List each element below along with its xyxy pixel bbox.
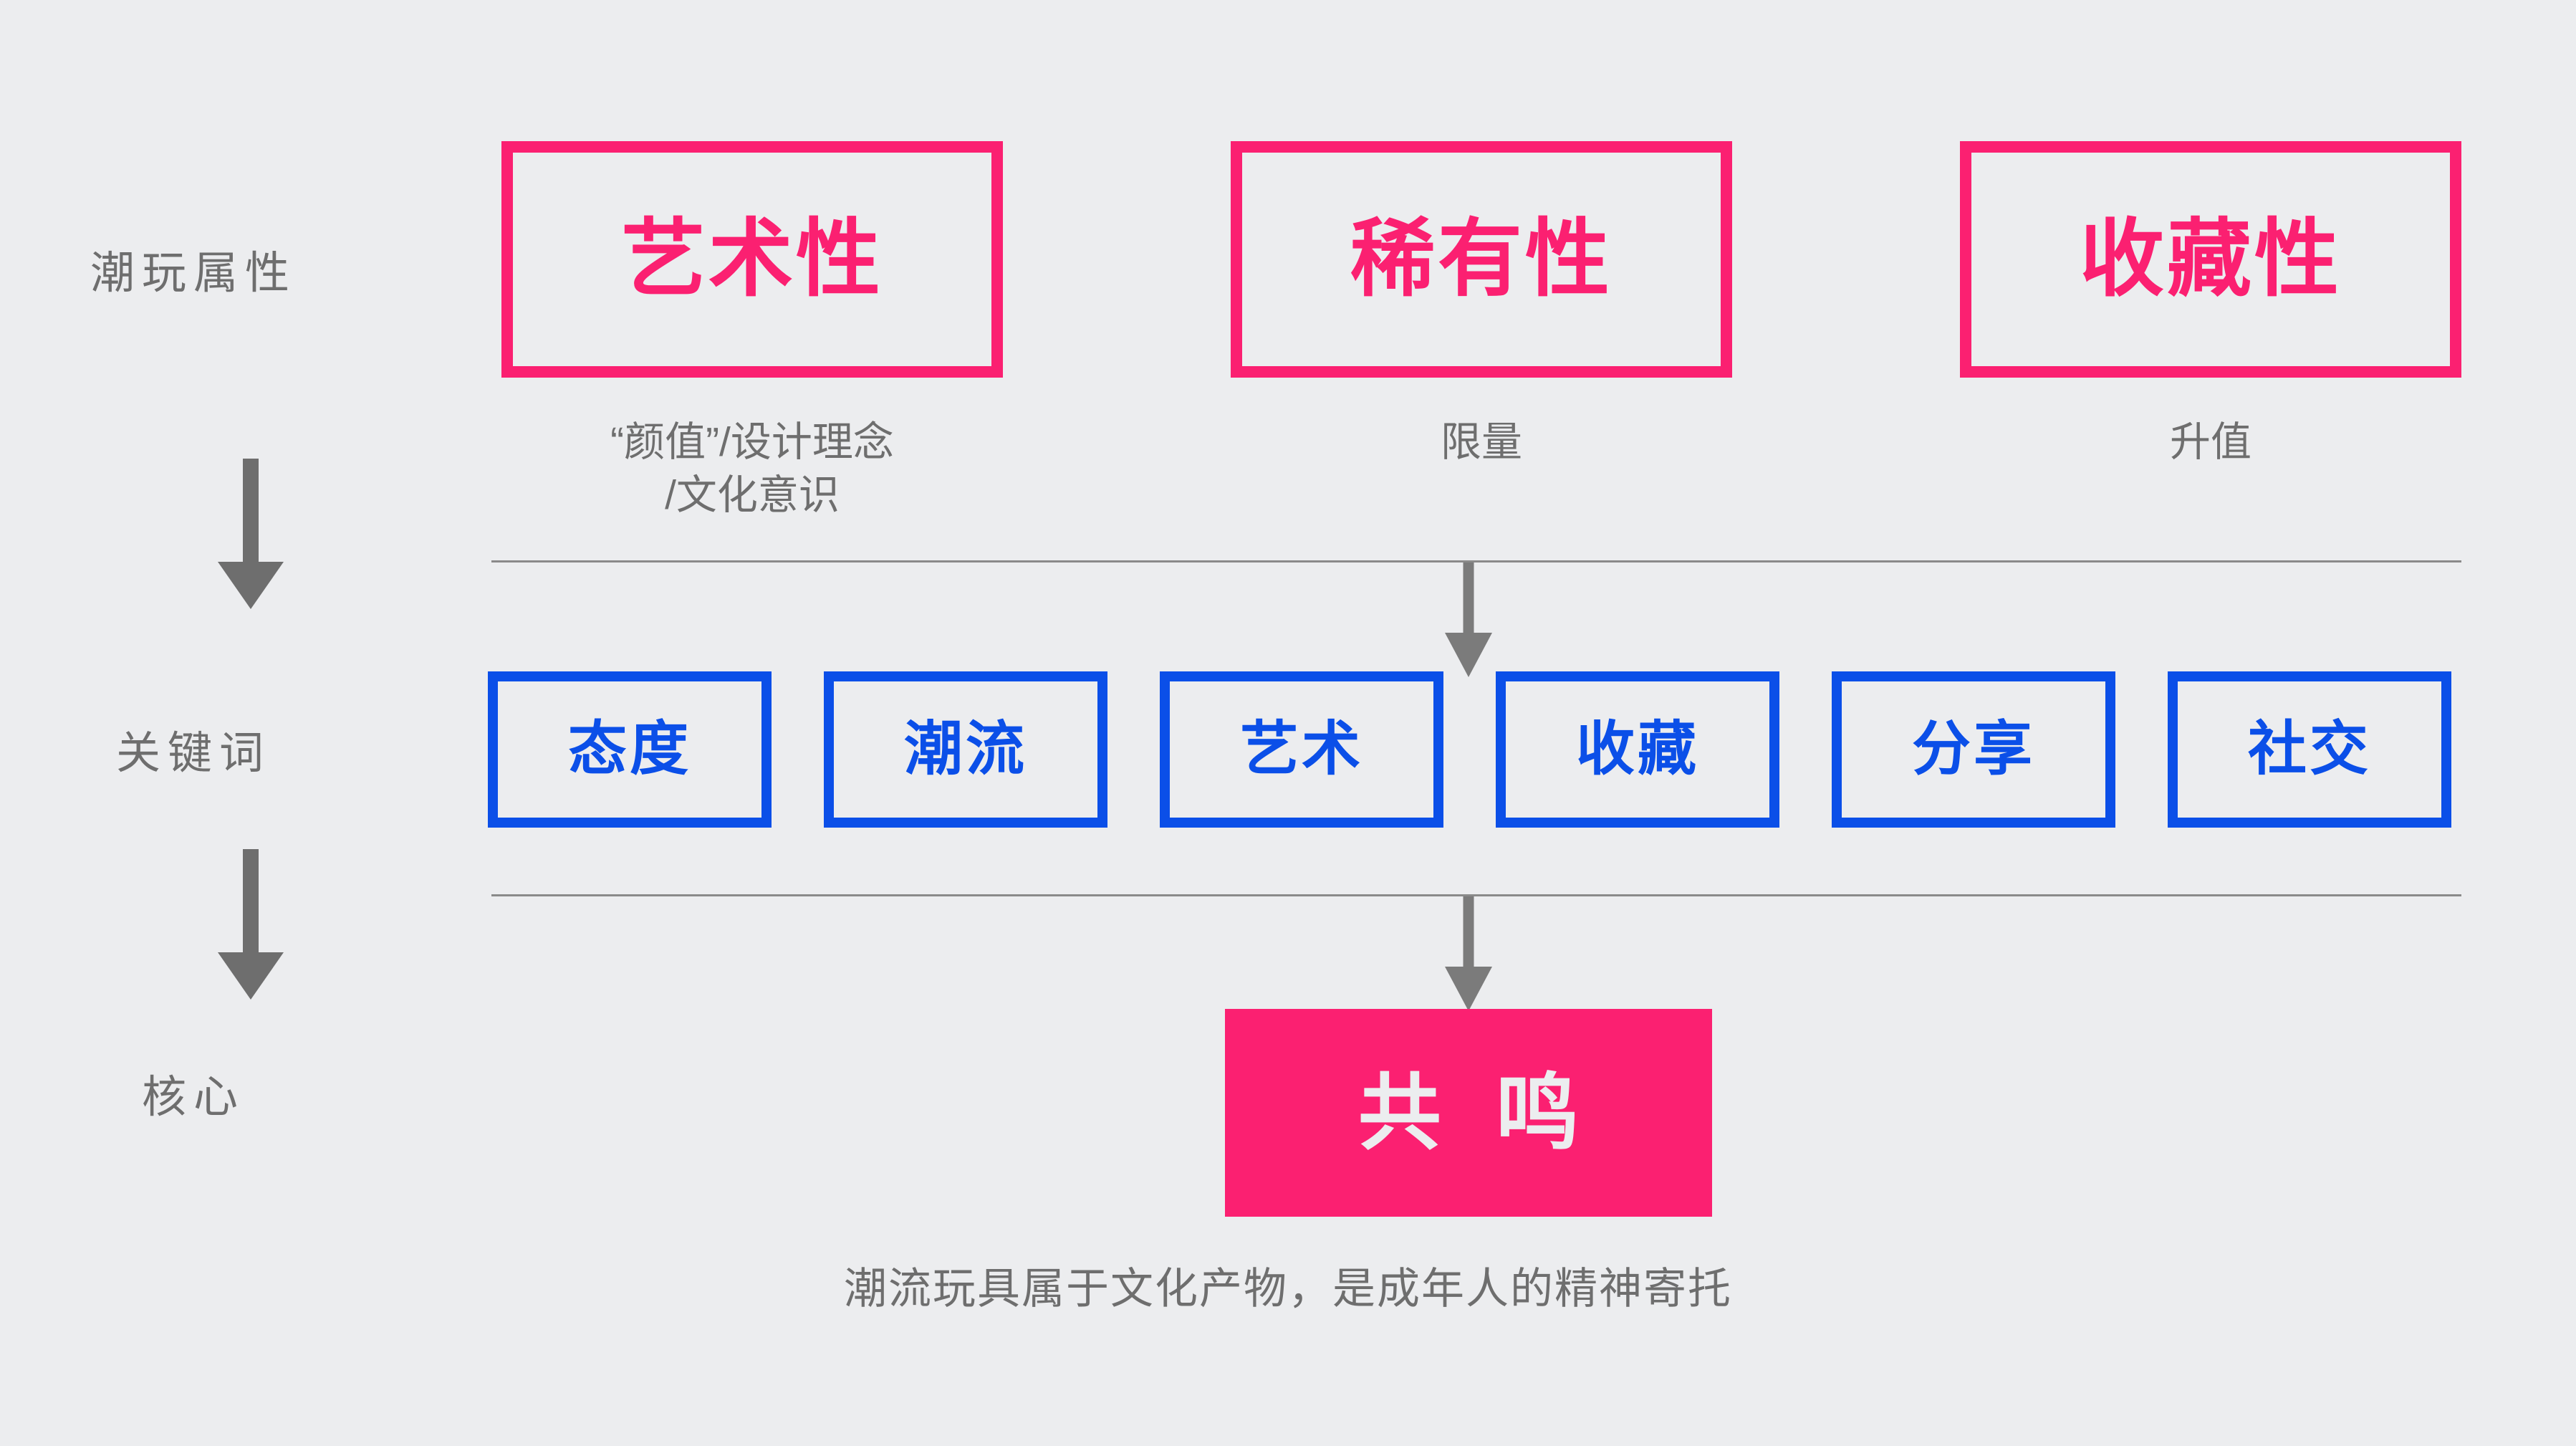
arrow-head <box>1445 633 1492 677</box>
attribute-box-collectability[interactable]: 收藏性 <box>1960 141 2461 378</box>
attribute-box-rarity[interactable]: 稀有性 <box>1231 141 1732 378</box>
left-down-arrow-bottom <box>186 849 315 1000</box>
arrow-shaft <box>243 459 259 566</box>
keyword-box-label: 潮流 <box>903 717 1027 782</box>
keyword-box-label: 社交 <box>2247 717 2371 782</box>
arrow-head <box>218 562 284 609</box>
keyword-box-label: 态度 <box>567 717 691 782</box>
attribute-box-label: 艺术性 <box>620 212 883 307</box>
attribute-box-artistry[interactable]: 艺术性 <box>501 141 1003 378</box>
attribute-caption-rarity: 限量 <box>1441 419 1522 465</box>
keyword-box-label: 收藏 <box>1575 717 1699 782</box>
divider-down-arrow-bottom <box>1426 896 1512 1025</box>
row-label-core: 核心 <box>141 1073 245 1122</box>
arrow-shaft <box>243 849 259 957</box>
attribute-box-label: 稀有性 <box>1350 212 1613 307</box>
arrow-shaft <box>1463 896 1474 975</box>
divider-line-bottom <box>491 894 2461 896</box>
core-box-resonance[interactable]: 共 鸣 <box>1225 1009 1712 1217</box>
keyword-box-label: 分享 <box>1911 717 2035 782</box>
attribute-box-label: 收藏性 <box>2079 212 2342 307</box>
arrow-head <box>1445 967 1492 1011</box>
core-footer-note: 潮流玩具属于文化产物，是成年人的精神寄托 <box>844 1265 1732 1313</box>
row-label-attributes: 潮玩属性 <box>90 249 297 298</box>
keyword-box-social[interactable]: 社交 <box>2168 671 2451 828</box>
divider-down-arrow-top <box>1426 562 1512 691</box>
left-down-arrow-top <box>186 459 315 609</box>
keyword-box-art[interactable]: 艺术 <box>1160 671 1443 828</box>
keyword-box-trend[interactable]: 潮流 <box>824 671 1107 828</box>
keyword-box-collection[interactable]: 收藏 <box>1496 671 1779 828</box>
keyword-box-label: 艺术 <box>1239 717 1363 782</box>
keyword-box-attitude[interactable]: 态度 <box>488 671 772 828</box>
divider-line-top <box>491 560 2461 562</box>
keyword-box-sharing[interactable]: 分享 <box>1832 671 2115 828</box>
row-label-keywords: 关键词 <box>115 729 271 778</box>
attribute-caption-collectability: 升值 <box>2170 419 2251 465</box>
core-box-label: 共 鸣 <box>1357 1066 1595 1159</box>
arrow-shaft <box>1463 562 1474 641</box>
attribute-caption-artistry: “颜值”/设计理念 /文化意识 <box>610 419 894 519</box>
arrow-head <box>218 952 284 1000</box>
